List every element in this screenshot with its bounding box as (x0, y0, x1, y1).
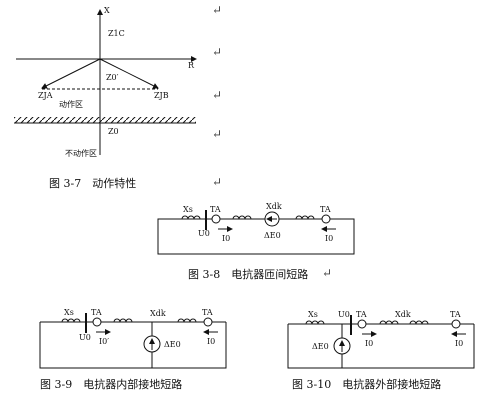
ray-to-zjb (99, 58, 159, 89)
coil-mid (113, 318, 133, 323)
circuit-outline (39, 322, 227, 369)
coil-right (409, 320, 429, 325)
coil-right (177, 318, 197, 323)
ta-right-label: TA (450, 310, 461, 319)
coil-xs (305, 320, 325, 325)
coil-right (295, 215, 315, 220)
axis-r-label: R (188, 61, 195, 70)
z0-label: Z0 (108, 127, 119, 136)
ta-left-label: TA (356, 310, 367, 319)
i0-left-label: I0 (365, 339, 373, 348)
return-mark: ↵ (212, 88, 222, 102)
z0-prime-label: Z0′ (106, 73, 119, 82)
xs-label: Xs (64, 308, 74, 317)
u0-label: U0 (338, 310, 350, 319)
figure-3-8-caption: 图 3-8 电抗器匝间短路 (188, 267, 308, 281)
figure-3-7: X Z1C R Z0′ ZJA ZJB 动作区 Z0 不动作区 图 3-7 动作… (14, 6, 197, 190)
i0-prime-label: I0′ (99, 337, 109, 346)
ta-left-label: TA (91, 308, 102, 317)
return-mark: ↵ (322, 266, 332, 280)
z1c-label: Z1C (108, 29, 125, 38)
delta-e0-label: ΔE0 (264, 231, 281, 240)
return-mark: ↵ (212, 45, 222, 59)
i0-right-label: I0 (455, 339, 463, 348)
figure-3-10-caption: 图 3-10 电抗器外部接地短路 (292, 377, 441, 391)
delta-e0-label: ΔE0 (164, 340, 181, 349)
ta-right-label: TA (320, 205, 331, 214)
zja-label: ZJA (38, 91, 53, 100)
return-mark: ↵ (212, 3, 222, 17)
figure-3-10: Xs U0 ΔE0 TA I0 Xdk TA I0 图 3-10 电抗器外部接地… (287, 310, 475, 391)
figure-3-9: Xs U0 TA I0′ Xdk ΔE0 TA I0 图 3-9 电抗器内部接地… (39, 308, 227, 391)
non-operating-zone-label: 不动作区 (65, 148, 97, 158)
i0-label: I0 (207, 337, 215, 346)
u0-label: U0 (198, 229, 210, 238)
axis-x-label: X (104, 6, 110, 15)
figure-3-7-caption: 图 3-7 动作特性 (49, 176, 136, 190)
coil-xs (61, 318, 81, 323)
xs-label: Xs (183, 205, 193, 214)
u0-label: U0 (79, 333, 91, 342)
xdk-label: Xdk (150, 309, 166, 318)
ta-right-ct (203, 317, 213, 327)
return-mark: ↵ (212, 127, 222, 141)
circuit-outline (287, 324, 475, 369)
xs-label: Xs (308, 310, 318, 319)
ta-left-label: TA (210, 205, 221, 214)
hatched-boundary (14, 117, 196, 123)
coil-mid (379, 320, 399, 325)
circuit-outline (157, 218, 355, 255)
i0-right-label: I0 (325, 234, 333, 243)
xdk-label: Xdk (266, 202, 282, 211)
return-mark: ↵ (212, 175, 222, 189)
zjb-label: ZJB (154, 91, 169, 100)
ray-to-zja (41, 58, 101, 89)
figure-3-8: Xs U0 TA I0 Xdk ΔE0 TA I0 图 3-8 电抗器匝间短路 (157, 202, 355, 281)
ta-left-ct (211, 214, 221, 224)
xdk-label: Xdk (395, 310, 411, 319)
delta-e0-label: ΔE0 (312, 342, 329, 351)
coil-mid (232, 215, 252, 220)
figure-3-9-caption: 图 3-9 电抗器内部接地短路 (40, 377, 182, 391)
ta-right-ct (451, 319, 461, 329)
ta-left-ct (92, 317, 102, 327)
ta-right-ct (321, 214, 331, 224)
operating-zone-label: 动作区 (59, 99, 83, 109)
ta-left-ct (357, 319, 367, 329)
coil-xs (181, 215, 201, 220)
ta-right-label: TA (202, 308, 213, 317)
i0-left-label: I0 (222, 234, 230, 243)
